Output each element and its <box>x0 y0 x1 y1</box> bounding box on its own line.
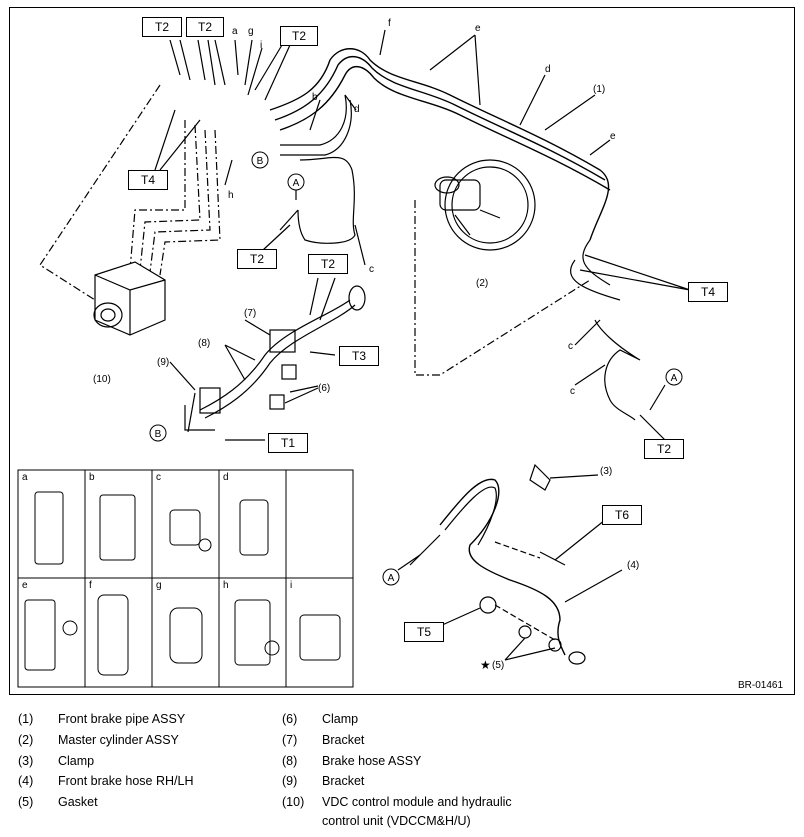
torque-t1-box: T1 <box>268 433 308 453</box>
callout-h: h <box>228 190 234 201</box>
front-brake-pipe <box>269 48 610 241</box>
callout-7: (7) <box>244 308 257 319</box>
callout-8: (8) <box>198 338 211 349</box>
callout-2: (2) <box>476 278 489 289</box>
callout-1: (1) <box>593 84 606 95</box>
clip-label-f: f <box>89 580 92 591</box>
clip-label-c: c <box>156 472 161 483</box>
clip-label-e: e <box>22 580 28 591</box>
clip-label-h: h <box>223 580 229 591</box>
torque-t2-box: T2 <box>186 17 224 37</box>
figure-id: BR-01461 <box>738 680 784 691</box>
callout-e: e <box>475 23 481 34</box>
callout-9: (9) <box>157 357 170 368</box>
star-icon: ★ <box>480 658 491 672</box>
torque-t2-box: T2 <box>280 26 318 46</box>
callout-d: d <box>545 64 551 75</box>
torque-t2-box: T2 <box>142 17 182 37</box>
torque-t6-box: T6 <box>602 505 642 525</box>
circle-a-right: A <box>671 373 678 384</box>
callout-10: (10) <box>93 374 111 385</box>
circle-a-top: A <box>293 178 300 189</box>
circle-b-top: B <box>257 156 264 167</box>
torque-t2-box: T2 <box>644 439 684 459</box>
diagram-frame <box>9 7 795 695</box>
callout-a: a <box>232 26 238 37</box>
callout-f: f <box>388 18 391 29</box>
torque-t5-box: T5 <box>404 622 444 642</box>
callout-g: g <box>248 26 254 37</box>
torque-t4-box: T4 <box>128 170 168 190</box>
callout-e: e <box>610 131 616 142</box>
callout-3: (3) <box>600 466 613 477</box>
callout-c: c <box>570 386 575 397</box>
clip-label-i: i <box>290 580 293 591</box>
callout-i: i <box>260 40 263 51</box>
callout-5: (5) <box>492 660 505 671</box>
torque-t2-box: T2 <box>308 254 348 274</box>
circle-a-hose: A <box>388 573 395 584</box>
callout-4: (4) <box>627 560 640 571</box>
clip-label-a: a <box>22 472 28 483</box>
torque-t2-box: T2 <box>237 249 277 269</box>
circle-b-bottom: B <box>155 429 162 440</box>
clip-label-d: d <box>223 472 229 483</box>
torque-t4-box: T4 <box>688 282 728 302</box>
torque-t3-box: T3 <box>339 346 379 366</box>
callout-c: c <box>369 264 374 275</box>
callout-d: d <box>354 104 360 115</box>
callout-b: b <box>312 92 318 103</box>
callout-c: c <box>568 341 573 352</box>
callout-6: (6) <box>318 383 331 394</box>
clip-label-g: g <box>156 580 162 591</box>
clip-label-b: b <box>89 472 95 483</box>
